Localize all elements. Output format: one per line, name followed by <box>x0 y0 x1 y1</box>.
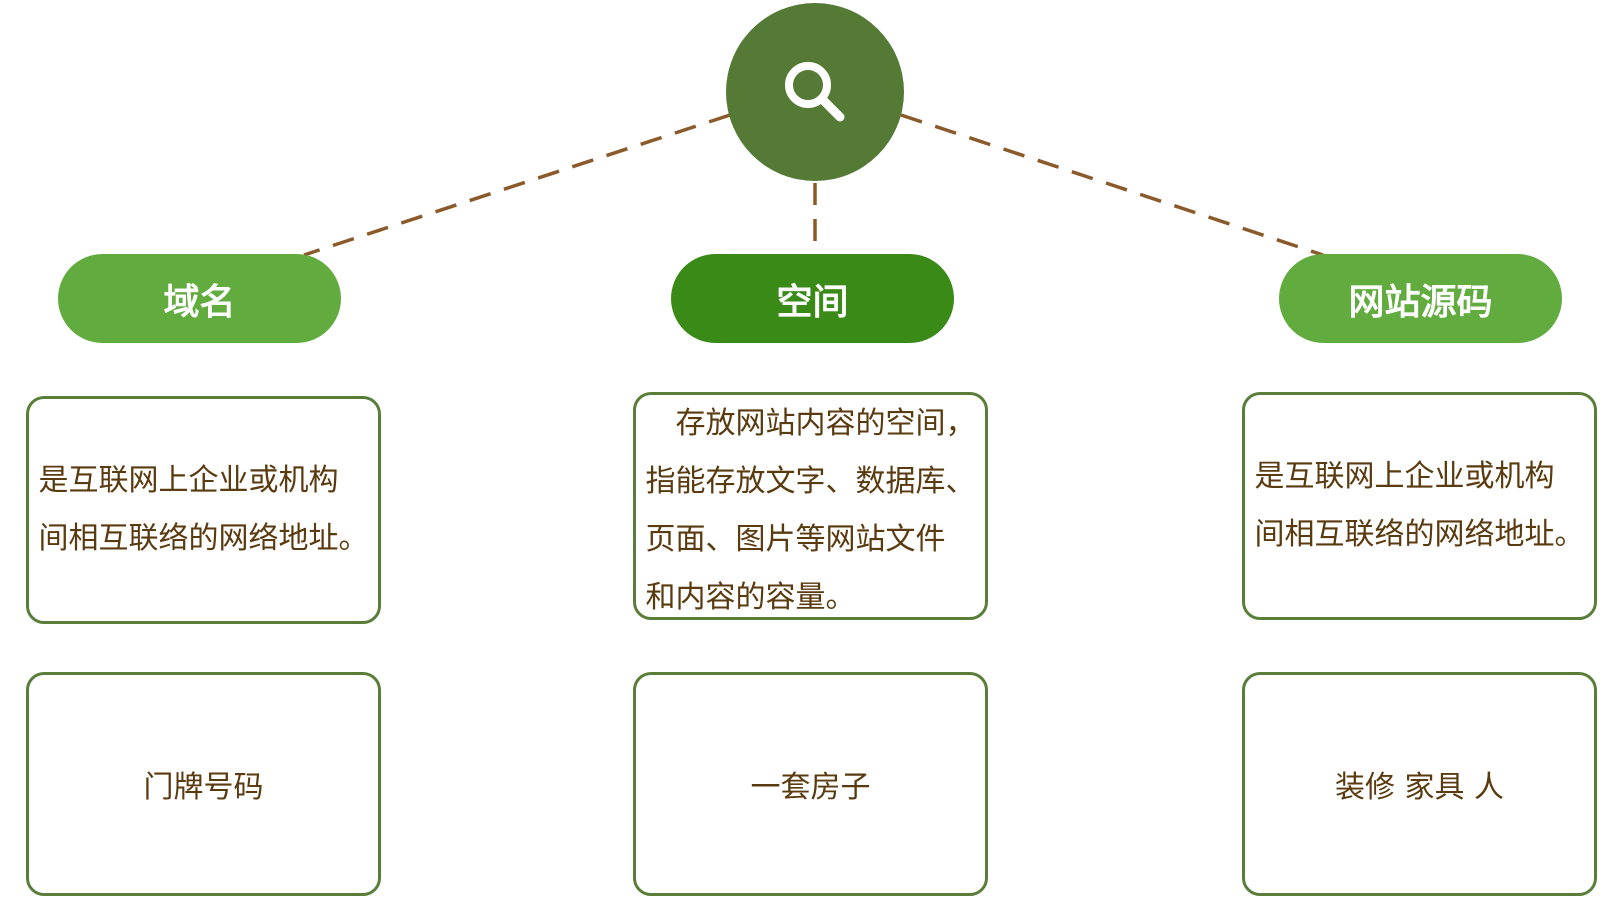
description-box-source: 是互联网上企业或机构 间相互联络的网络地址。 <box>1242 392 1597 620</box>
description-text: 是互联网上企业或机构 间相互联络的网络地址。 <box>38 463 369 556</box>
pill-space: 空间 <box>671 254 954 343</box>
description-box-space: 存放网站内容的空间， 指能存放文字、数据库、 页面、图片等网站文件 和内容的容量… <box>633 392 988 620</box>
analogy-box-domain: 门牌号码 <box>26 672 381 896</box>
description-text: 存放网站内容的空间， 指能存放文字、数据库、 页面、图片等网站文件 和内容的容量… <box>645 406 976 615</box>
pill-source: 网站源码 <box>1279 254 1562 343</box>
pill-domain: 域名 <box>58 254 341 343</box>
description-text: 是互联网上企业或机构 间相互联络的网络地址。 <box>1254 459 1585 552</box>
analogy-text: 装修 家具 人 <box>1334 770 1505 805</box>
analogy-box-source: 装修 家具 人 <box>1242 672 1597 896</box>
pill-label: 网站源码 <box>1348 281 1493 323</box>
hub-circle <box>726 3 904 181</box>
analogy-text: 门牌号码 <box>143 770 264 805</box>
analogy-box-space: 一套房子 <box>633 672 988 896</box>
pill-label: 域名 <box>163 281 236 323</box>
connector-left <box>303 113 731 257</box>
analogy-text: 一套房子 <box>750 770 871 805</box>
pill-label: 空间 <box>776 281 849 323</box>
connector-right <box>900 113 1324 257</box>
search-icon <box>785 62 845 122</box>
description-box-domain: 是互联网上企业或机构 间相互联络的网络地址。 <box>26 396 381 624</box>
